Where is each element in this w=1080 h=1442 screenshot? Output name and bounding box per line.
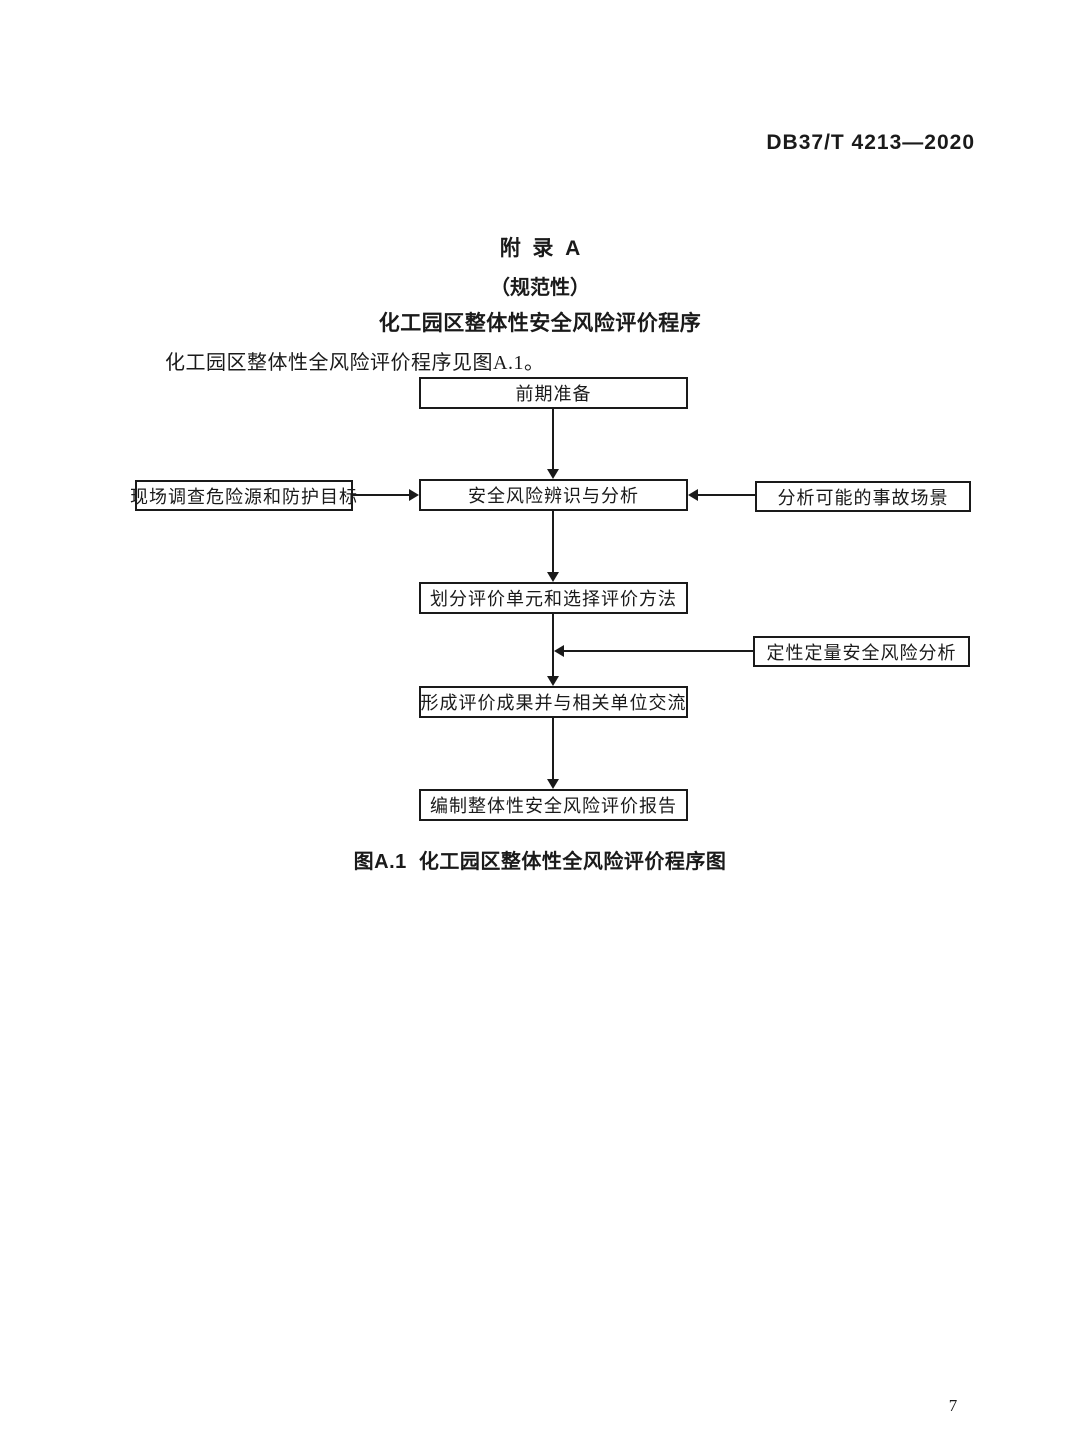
flow-node-preparation: 前期准备 [419, 377, 688, 409]
connector-line-1 [552, 409, 554, 469]
connector-line-6 [564, 650, 753, 652]
flow-node-unit-division: 划分评价单元和选择评价方法 [419, 582, 688, 614]
flow-node-accident-scenarios: 分析可能的事故场景 [755, 481, 971, 512]
appendix-title: 附 录 A [499, 237, 581, 260]
flow-node-risk-identification: 安全风险辨识与分析 [419, 479, 688, 511]
appendix-normative-label: （规范性） [490, 277, 590, 299]
arrow-left-icon [688, 489, 698, 501]
flowchart: 前期准备 安全风险辨识与分析 现场调查危险源和防护目标 分析可能的事故场景 划分… [130, 377, 971, 821]
arrow-down-icon [547, 779, 559, 789]
appendix-subject-title: 化工园区整体性安全风险评价程序 [378, 312, 702, 335]
page-number: 7 [948, 1396, 958, 1415]
flow-node-qual-quant-analysis: 定性定量安全风险分析 [753, 636, 970, 667]
connector-line-2 [353, 494, 409, 496]
arrow-left-icon [554, 645, 564, 657]
arrow-down-icon [547, 676, 559, 686]
connector-line-4 [552, 511, 554, 572]
connector-line-5 [552, 614, 554, 676]
flow-node-site-survey: 现场调查危险源和防护目标 [130, 480, 357, 511]
arrow-right-icon [409, 489, 419, 501]
appendix-heading: 附 录 A （规范性） 化工园区整体性安全风险评价程序 [0, 232, 1080, 337]
flow-node-report-compilation: 编制整体性安全风险评价报告 [419, 789, 688, 821]
flow-node-results-communication: 形成评价成果并与相关单位交流 [419, 686, 688, 718]
arrow-down-icon [547, 572, 559, 582]
intro-paragraph: 化工园区整体性全风险评价程序见图A.1。 [165, 352, 545, 374]
connector-line-7 [552, 718, 554, 779]
figure-caption: 图A.1 化工园区整体性全风险评价程序图 [353, 851, 727, 873]
arrow-down-icon [547, 469, 559, 479]
connector-line-3 [698, 494, 755, 496]
standard-code: DB37/T 4213—2020 [766, 131, 975, 154]
